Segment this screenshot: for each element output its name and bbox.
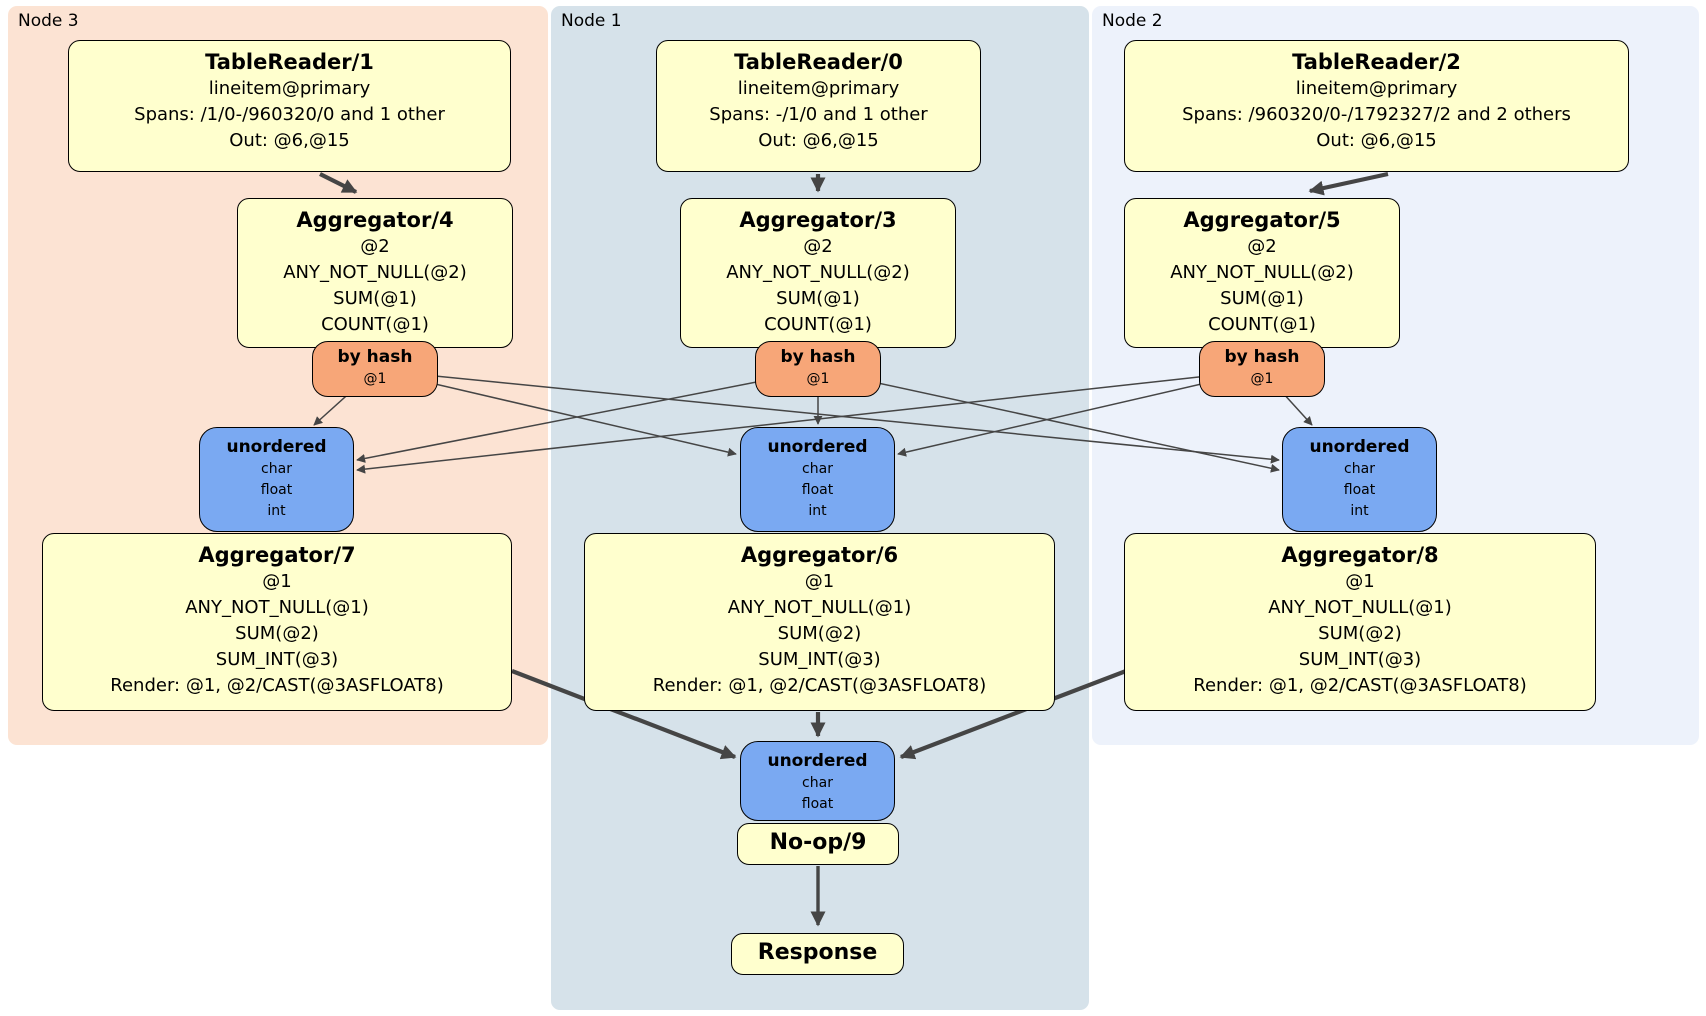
agg-fn: SUM(@2) <box>235 623 319 644</box>
processor-aggregator-6: Aggregator/6 @1 ANY_NOT_NULL(@1) SUM(@2)… <box>584 533 1055 711</box>
router-cols: @1 <box>806 371 830 387</box>
sync-col-type: char <box>802 461 833 477</box>
processor-spans: Spans: /1/0-/960320/0 and 1 other <box>134 104 445 125</box>
processor-title: Aggregator/5 <box>1183 208 1341 232</box>
sync-col-type: char <box>1344 461 1375 477</box>
processor-out: Out: @6,@15 <box>758 130 879 151</box>
agg-fn: ANY_NOT_NULL(@1) <box>727 597 912 618</box>
sync-col-type: float <box>801 482 834 498</box>
processor-title: Response <box>757 940 878 965</box>
agg-fn: SUM(@1) <box>1220 288 1304 309</box>
sync-col-type: int <box>267 503 286 519</box>
region-node2-label: Node 2 <box>1102 11 1163 31</box>
processor-index: lineitem@primary <box>1295 78 1458 99</box>
agg-group-cols: @2 <box>803 236 833 257</box>
edge-router2-sync3 <box>356 369 1263 474</box>
processor-aggregator-3: Aggregator/3 @2 ANY_NOT_NULL(@2) SUM(@1)… <box>680 198 956 348</box>
processor-title: Aggregator/3 <box>739 208 897 232</box>
agg-group-cols: @1 <box>262 571 292 592</box>
agg-fn: COUNT(@1) <box>321 314 429 335</box>
sync-col-type: float <box>801 796 834 812</box>
unordered-sync-node1: unordered char float int <box>740 427 895 532</box>
response-node: Response <box>731 933 904 975</box>
agg-fn: SUM(@1) <box>333 288 417 309</box>
processor-spans: Spans: -/1/0 and 1 other <box>709 104 928 125</box>
agg-fn: ANY_NOT_NULL(@1) <box>185 597 369 618</box>
agg-render: Render: @1, @2/CAST(@3ASFLOAT8) <box>1193 675 1527 696</box>
processor-aggregator-5: Aggregator/5 @2 ANY_NOT_NULL(@2) SUM(@1)… <box>1124 198 1400 348</box>
edge-agg8-syncfinal <box>899 669 1127 760</box>
unordered-sync-node3: unordered char float int <box>199 427 354 532</box>
sync-title: unordered <box>767 751 868 771</box>
agg-fn: ANY_NOT_NULL(@2) <box>283 262 467 283</box>
processor-flow-edges <box>319 171 1389 927</box>
hash-router-node2: by hash @1 <box>1199 341 1325 397</box>
agg-fn: SUM(@2) <box>1318 623 1402 644</box>
processor-tablereader-0: TableReader/0 lineitem@primary Spans: -/… <box>656 40 981 172</box>
processor-noop-9: No-op/9 <box>737 823 899 865</box>
agg-group-cols: @2 <box>1247 236 1277 257</box>
processor-title: Aggregator/7 <box>198 543 356 567</box>
agg-group-cols: @1 <box>804 571 835 592</box>
router-cols: @1 <box>363 371 387 387</box>
processor-title: TableReader/2 <box>1292 50 1461 74</box>
agg-fn: SUM_INT(@3) <box>1298 649 1422 670</box>
edge-router1-sync3 <box>356 369 819 463</box>
sync-col-type: float <box>1343 482 1376 498</box>
hash-router-node3: by hash @1 <box>312 341 438 397</box>
unordered-sync-node2: unordered char float int <box>1282 427 1437 532</box>
region-node1-label: Node 1 <box>561 11 622 31</box>
sync-col-type: char <box>802 775 833 791</box>
processor-tablereader-1: TableReader/1 lineitem@primary Spans: /1… <box>68 40 511 172</box>
sync-title: unordered <box>226 437 327 457</box>
router-title: by hash <box>780 347 856 367</box>
sync-col-type: int <box>1350 503 1369 519</box>
edge-agg7-syncfinal <box>511 669 737 760</box>
edge-tr1-agg4 <box>319 172 358 194</box>
agg-fn: SUM_INT(@3) <box>758 649 881 670</box>
agg-fn: SUM(@1) <box>776 288 860 309</box>
hash-router-edges <box>313 369 1313 474</box>
processor-title: Aggregator/4 <box>296 208 454 232</box>
processor-out: Out: @6,@15 <box>1316 130 1437 151</box>
agg-render: Render: @1, @2/CAST(@3ASFLOAT8) <box>110 675 444 696</box>
processor-aggregator-7: Aggregator/7 @1 ANY_NOT_NULL(@1) SUM(@2)… <box>42 533 512 711</box>
processor-title: TableReader/1 <box>205 50 374 74</box>
hash-router-node1: by hash @1 <box>755 341 881 397</box>
processor-title: Aggregator/8 <box>1281 543 1439 567</box>
processor-index: lineitem@primary <box>737 78 900 99</box>
edge-tr2-agg5 <box>1308 171 1389 196</box>
processor-out: Out: @6,@15 <box>229 130 350 151</box>
processor-tablereader-2: TableReader/2 lineitem@primary Spans: /9… <box>1124 40 1629 172</box>
agg-fn: ANY_NOT_NULL(@2) <box>726 262 910 283</box>
edge-router3-sync2 <box>374 369 1280 464</box>
sync-col-type: float <box>260 482 293 498</box>
unordered-sync-final: unordered char float <box>740 741 895 821</box>
sync-col-type: char <box>261 461 292 477</box>
processor-spans: Spans: /960320/0-/1792327/2 and 2 others <box>1182 104 1571 125</box>
agg-render: Render: @1, @2/CAST(@3ASFLOAT8) <box>652 675 987 696</box>
processor-index: lineitem@primary <box>208 78 371 99</box>
router-title: by hash <box>337 347 413 367</box>
processor-title: No-op/9 <box>769 830 867 855</box>
agg-fn: ANY_NOT_NULL(@2) <box>1170 262 1354 283</box>
sync-title: unordered <box>767 437 868 457</box>
agg-fn: COUNT(@1) <box>764 314 872 335</box>
agg-group-cols: @1 <box>1345 571 1375 592</box>
processor-aggregator-8: Aggregator/8 @1 ANY_NOT_NULL(@1) SUM(@2)… <box>1124 533 1596 711</box>
router-cols: @1 <box>1250 371 1274 387</box>
agg-fn: ANY_NOT_NULL(@1) <box>1268 597 1452 618</box>
sync-col-type: int <box>808 503 827 519</box>
agg-group-cols: @2 <box>360 236 390 257</box>
agg-fn: SUM(@2) <box>777 623 862 644</box>
processor-title: Aggregator/6 <box>740 543 899 567</box>
processor-aggregator-4: Aggregator/4 @2 ANY_NOT_NULL(@2) SUM(@1)… <box>237 198 513 348</box>
processor-title: TableReader/0 <box>734 50 903 74</box>
router-title: by hash <box>1224 347 1300 367</box>
sync-title: unordered <box>1309 437 1410 457</box>
agg-fn: SUM_INT(@3) <box>215 649 339 670</box>
agg-fn: COUNT(@1) <box>1208 314 1316 335</box>
region-node3-label: Node 3 <box>18 11 79 31</box>
